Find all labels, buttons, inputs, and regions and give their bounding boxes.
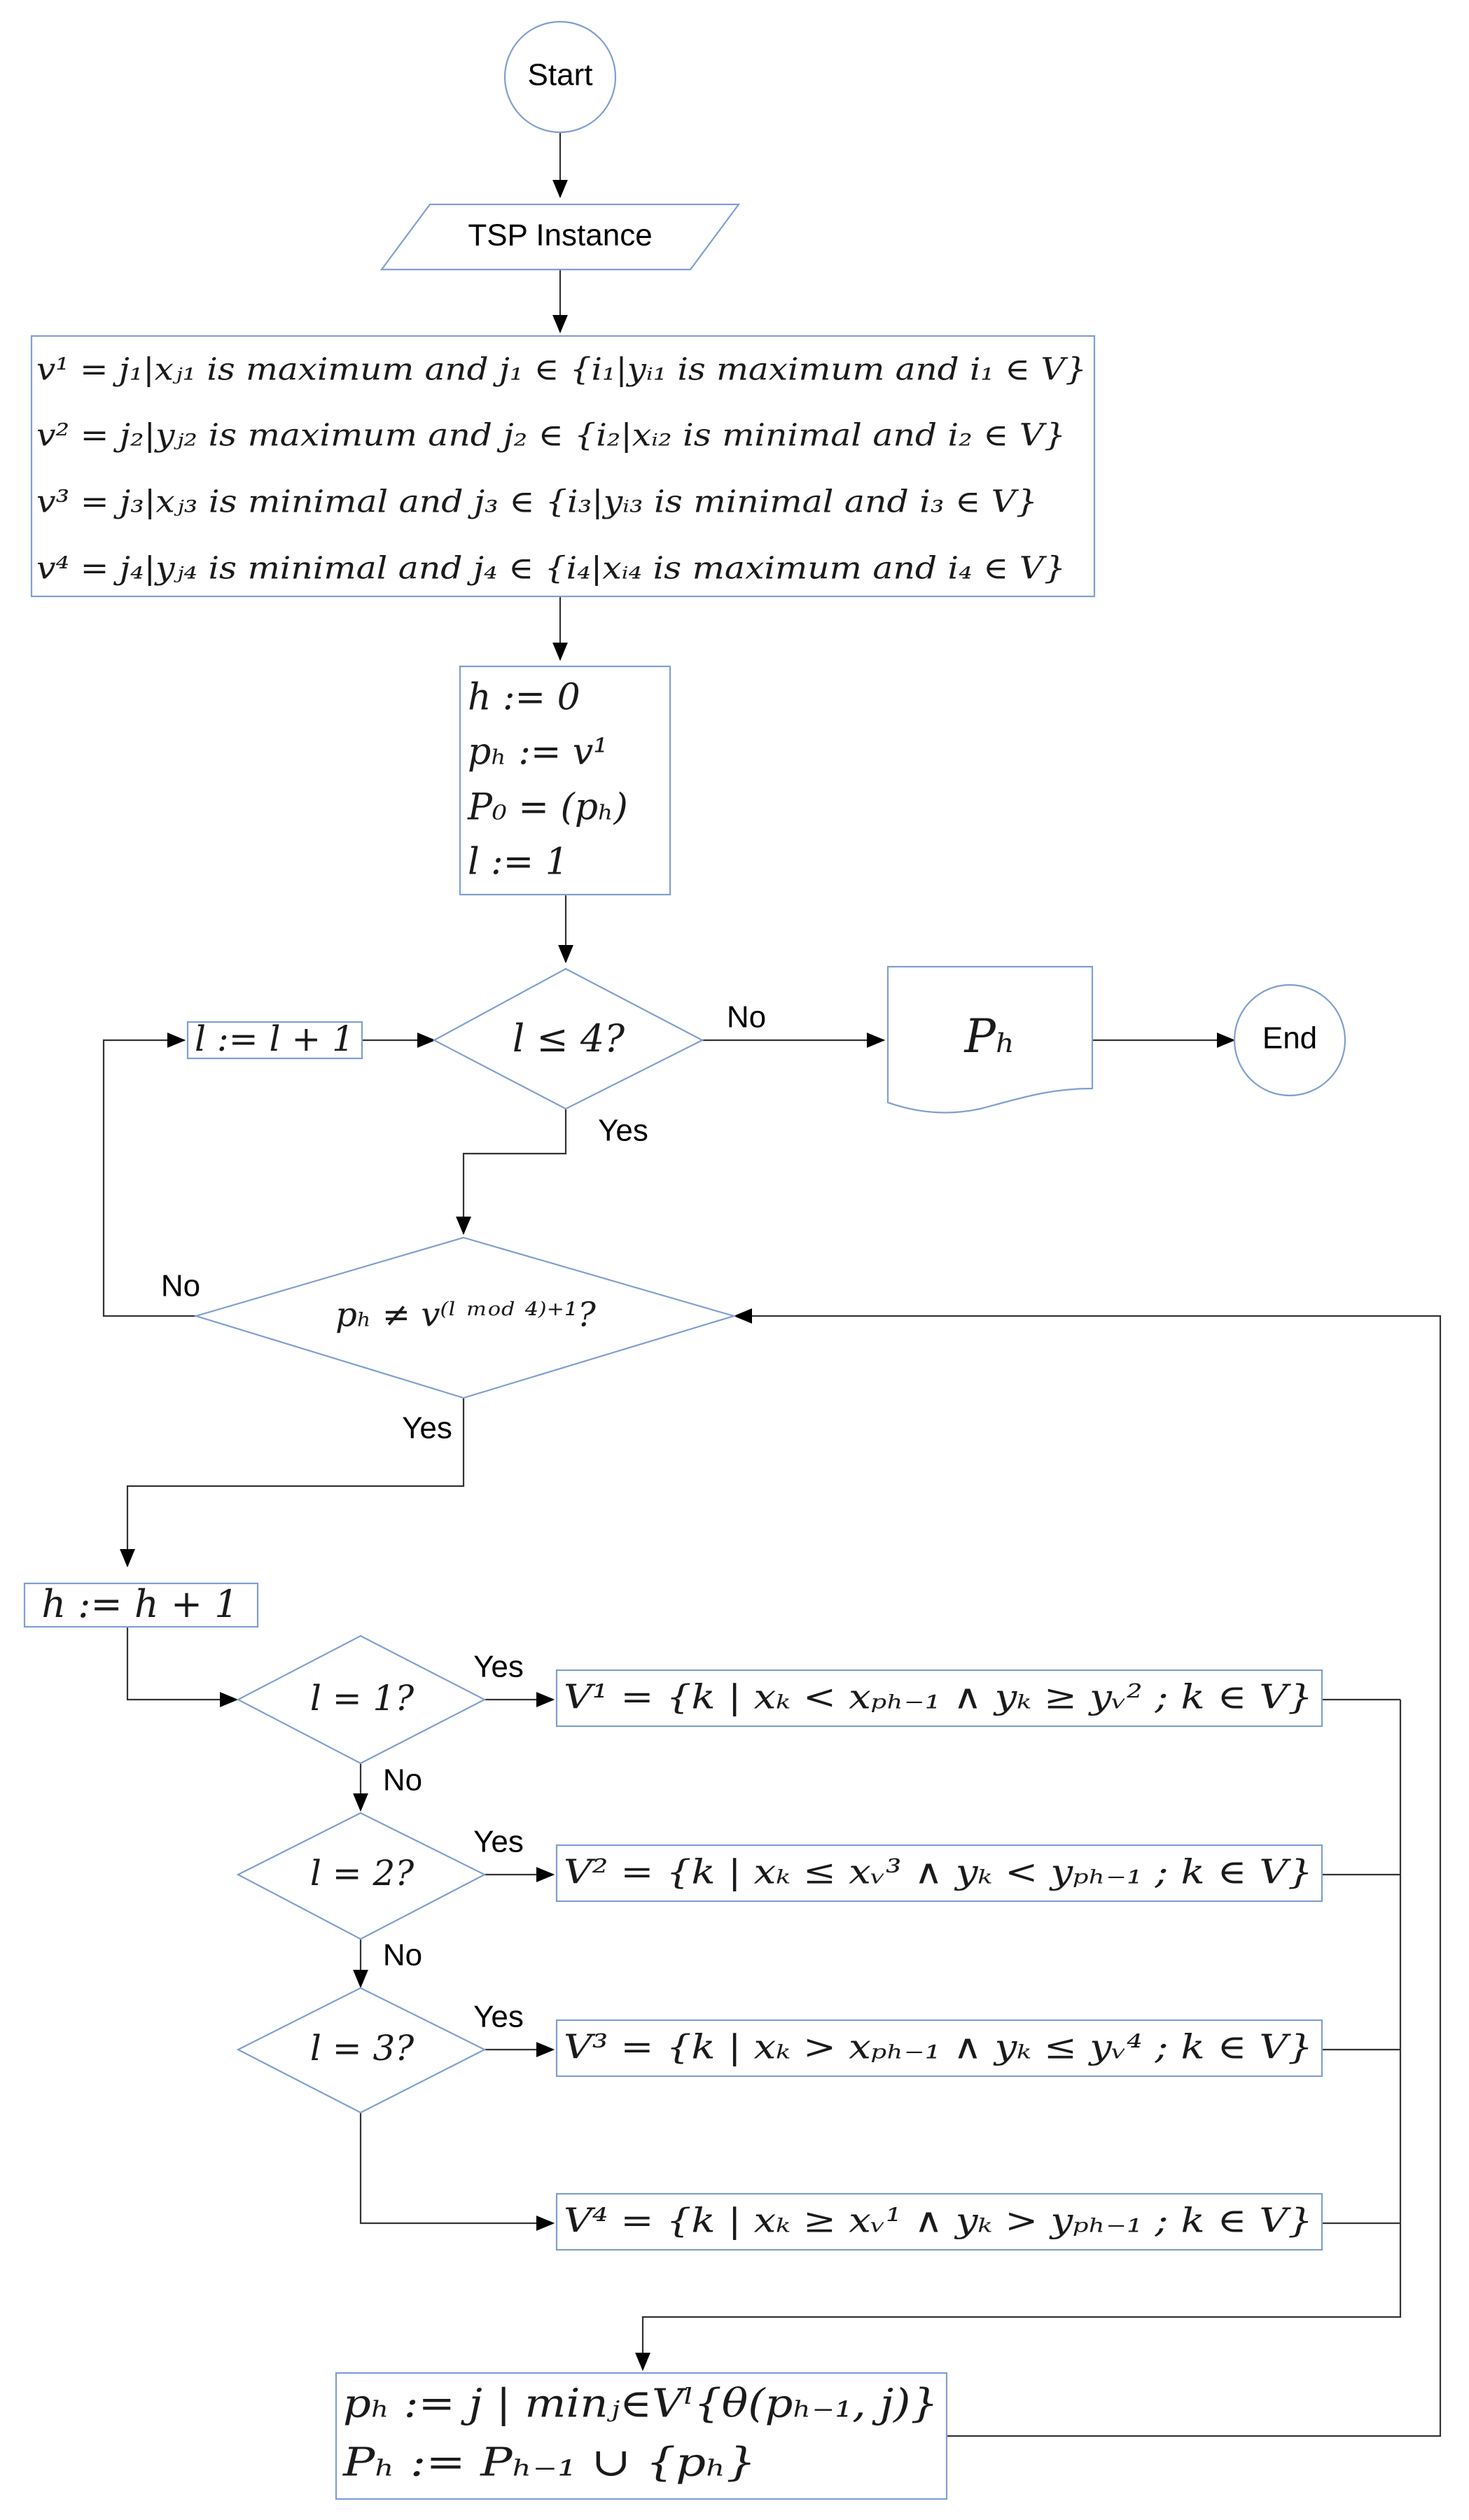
vertex-def-1: v¹ = j₁|xⱼ₁ is maximum and j₁ ∈ {i₁|yᵢ₁ … xyxy=(36,352,1087,388)
init-node: h := 0 pₕ := v¹ P₀ = (pₕ) l := 1 xyxy=(459,665,671,896)
edge-cond-l4-yes xyxy=(456,1109,567,1236)
start-label: Start xyxy=(528,58,593,92)
set-v3-node: V³ = {k | xₖ > xₚₕ₋₁ ∧ yₖ ≤ yᵥ⁴ ; k ∈ V} xyxy=(555,2019,1323,2078)
label-no-output: No xyxy=(727,1000,766,1035)
vertex-def-4: v⁴ = j₄|yⱼ₄ is minimal and j₄ ∈ {i₄|xᵢ₄ … xyxy=(36,551,1066,587)
label-no-ph: No xyxy=(161,1269,200,1303)
cond-l2-node: l = 2? xyxy=(236,1812,487,1940)
cond-l3-label: l = 3? xyxy=(310,2028,415,2068)
input-node: TSP Instance xyxy=(380,203,741,271)
set-v4-label: V⁴ = {k | xₖ ≥ xᵥ¹ ∧ yₖ > yₚₕ₋₁ ; k ∈ V} xyxy=(564,2202,1313,2241)
label-no-l1: No xyxy=(383,1763,422,1798)
cond-ph-node: pₕ ≠ v⁽ˡ ᵐᵒᵈ ⁴⁾⁺¹? xyxy=(193,1236,737,1399)
cond-l4-node: l ≤ 4? xyxy=(432,967,704,1110)
label-yes-l1: Yes xyxy=(473,1650,524,1684)
cond-l2-label: l = 2? xyxy=(310,1853,415,1893)
set-v2-label: V² = {k | xₖ ≤ xᵥ³ ∧ yₖ < yₚₕ₋₁ ; k ∈ V} xyxy=(564,1853,1313,1892)
select-line-1: pₕ := j | minⱼ∈Vˡ{θ(pₕ₋₁, j)} xyxy=(343,2381,938,2427)
incr-l-label: l := l + 1 xyxy=(195,1018,354,1059)
edge-cond-ph-yes xyxy=(120,1398,465,1568)
set-v4-node: V⁴ = {k | xₖ ≥ xᵥ¹ ∧ yₖ > yₚₕ₋₁ ; k ∈ V} xyxy=(555,2192,1323,2251)
init-line-2: pₕ := v¹ xyxy=(468,732,608,774)
cond-ph-label: pₕ ≠ v⁽ˡ ᵐᵒᵈ ⁴⁾⁺¹? xyxy=(335,1296,596,1335)
label-yes-l4: Yes xyxy=(598,1114,648,1148)
vertex-def-2: v² = j₂|yⱼ₂ is maximum and j₂ ∈ {i₂|xᵢ₂ … xyxy=(36,418,1066,454)
output-node: Pₕ xyxy=(886,965,1094,1114)
label-yes-l2: Yes xyxy=(473,1825,524,1859)
label-yes-ph: Yes xyxy=(402,1411,452,1446)
input-label: TSP Instance xyxy=(468,218,652,253)
connectors xyxy=(102,132,1442,2437)
label-yes-l3: Yes xyxy=(473,2000,524,2034)
cond-l1-node: l = 1? xyxy=(236,1634,487,1765)
incr-l-node: l := l + 1 xyxy=(186,1018,363,1060)
end-node: End xyxy=(1233,983,1346,1097)
edge-labels: No Yes No Yes Yes No Yes No Yes xyxy=(161,1000,766,2034)
set-v1-node: V¹ = {k | xₖ < xₚₕ₋₁ ∧ yₖ ≥ yᵥ² ; k ∈ V} xyxy=(555,1669,1323,1728)
cond-l3-node: l = 3? xyxy=(236,1987,487,2114)
incr-h-label: h := h + 1 xyxy=(41,1582,238,1626)
cond-l1-label: l = 1? xyxy=(310,1678,415,1718)
cond-l4-label: l ≤ 4? xyxy=(513,1016,625,1060)
init-line-3: P₀ = (pₕ) xyxy=(467,787,628,829)
label-no-l2: No xyxy=(383,1938,422,1973)
set-v3-label: V³ = {k | xₖ > xₚₕ₋₁ ∧ yₖ ≤ yᵥ⁴ ; k ∈ V} xyxy=(564,2028,1313,2067)
incr-h-node: h := h + 1 xyxy=(23,1582,259,1628)
output-label: Pₕ xyxy=(964,1009,1016,1063)
select-line-2: Pₕ := Pₕ₋₁ ∪ {pₕ} xyxy=(342,2440,756,2486)
edge-cond-ph-no xyxy=(102,1032,196,1317)
init-line-4: l := 1 xyxy=(468,841,569,883)
edge-merge-to-select xyxy=(635,1700,1402,2372)
end-label: End xyxy=(1262,1021,1317,1056)
select-node: pₕ := j | minⱼ∈Vˡ{θ(pₕ₋₁, j)} Pₕ := Pₕ₋₁… xyxy=(335,2372,948,2500)
vertex-def-3: v³ = j₃|xⱼ₃ is minimal and j₃ ∈ {i₃|yᵢ₃ … xyxy=(36,484,1038,520)
set-v2-node: V² = {k | xₖ ≤ xᵥ³ ∧ yₖ < yₚₕ₋₁ ; k ∈ V} xyxy=(555,1844,1323,1903)
set-v1-label: V¹ = {k | xₖ < xₚₕ₋₁ ∧ yₖ ≥ yᵥ² ; k ∈ V} xyxy=(564,1678,1313,1717)
vertex-defs-node: v¹ = j₁|xⱼ₁ is maximum and j₁ ∈ {i₁|yᵢ₁ … xyxy=(30,335,1096,598)
init-line-1: h := 0 xyxy=(468,677,580,719)
start-node: Start xyxy=(503,20,617,134)
edge-select-loop-back xyxy=(733,1308,1442,2437)
edge-cond-l3-no xyxy=(359,2113,555,2231)
edge-incr-h-to-cond-l1 xyxy=(126,1627,239,1707)
